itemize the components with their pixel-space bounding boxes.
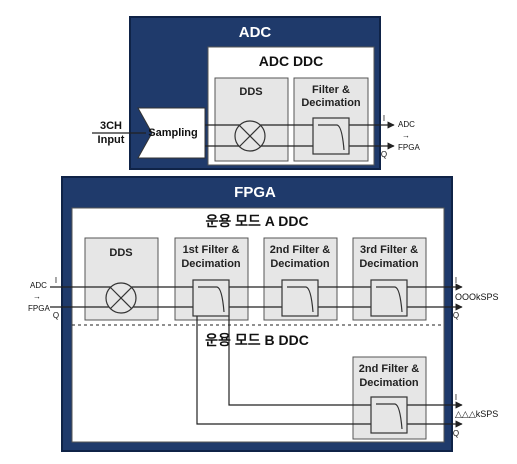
fpga-mixer-icon xyxy=(105,282,137,314)
adc-out-label-1: ADC xyxy=(398,120,415,129)
fpga-filter3-label-2: Decimation xyxy=(359,258,419,270)
adc-out-i-label: I xyxy=(383,114,385,123)
fpga-in-label-2: → xyxy=(33,292,41,301)
adc-ddc-title: ADC DDC xyxy=(259,53,324,69)
fpga-filter1-label-2: Decimation xyxy=(181,258,241,270)
adc-dds-label: DDS xyxy=(239,86,262,98)
fpga-dds-label: DDS xyxy=(109,247,132,259)
sampling-label: Sampling xyxy=(148,127,198,139)
fpga-outA-i-label: I xyxy=(455,276,457,285)
adc-out-label-3: FPGA xyxy=(398,143,420,152)
fpga-outA-rate-label: OOOkSPS xyxy=(455,292,499,302)
adc-out-label-2: → xyxy=(402,131,410,140)
fpga-in-label-1: ADC xyxy=(30,281,47,290)
fpga-in-q-label: Q xyxy=(53,311,59,320)
adc-out-q-label: Q xyxy=(381,150,387,159)
adc-title: ADC xyxy=(239,24,272,41)
fpga-filter2-lowpass-icon xyxy=(281,279,319,317)
adc-mixer-icon xyxy=(234,120,266,152)
adc-filter-label-2: Decimation xyxy=(301,97,361,109)
fpga-filter1-lowpass-icon xyxy=(192,279,230,317)
adc-input-label-1: 3CH xyxy=(100,120,122,132)
adc-filter-label-1: Filter & xyxy=(312,84,350,96)
fpga-filterB-lowpass-icon xyxy=(370,396,408,434)
adc-input-label-2: Input xyxy=(98,134,125,146)
fpga-title: FPGA xyxy=(234,184,276,201)
fpga-outB-i-label: I xyxy=(455,393,457,402)
adc-dds-block xyxy=(214,77,289,162)
fpga-outB-rate-label: △△△kSPS xyxy=(455,409,498,419)
fpga-filterB-label-1: 2nd Filter & xyxy=(359,363,420,375)
fpga-outA-q-label: Q xyxy=(453,311,459,320)
adc-section: ADC ADC DDC DDS Filter & Decimation Samp… xyxy=(92,16,420,170)
fpga-outB-q-label: Q xyxy=(453,429,459,438)
adc-lowpass-filter-icon xyxy=(312,117,350,155)
fpga-filter1-label-1: 1st Filter & xyxy=(183,244,240,256)
mode-b-title: 운용 모드 B DDC xyxy=(205,332,309,348)
sampling-block xyxy=(137,107,206,159)
fpga-in-label-3: FPGA xyxy=(28,304,50,313)
fpga-filter3-label-1: 3rd Filter & xyxy=(360,244,418,256)
fpga-section: FPGA 운용 모드 A DDC DDS 1st Filter & Decima… xyxy=(28,176,499,452)
fpga-filter2-label-2: Decimation xyxy=(270,258,330,270)
fpga-filterB-label-2: Decimation xyxy=(359,377,419,389)
mode-a-title: 운용 모드 A DDC xyxy=(205,213,308,229)
fpga-filter2-label-1: 2nd Filter & xyxy=(270,244,331,256)
fpga-filter3-lowpass-icon xyxy=(370,279,408,317)
fpga-in-i-label: I xyxy=(55,276,57,285)
